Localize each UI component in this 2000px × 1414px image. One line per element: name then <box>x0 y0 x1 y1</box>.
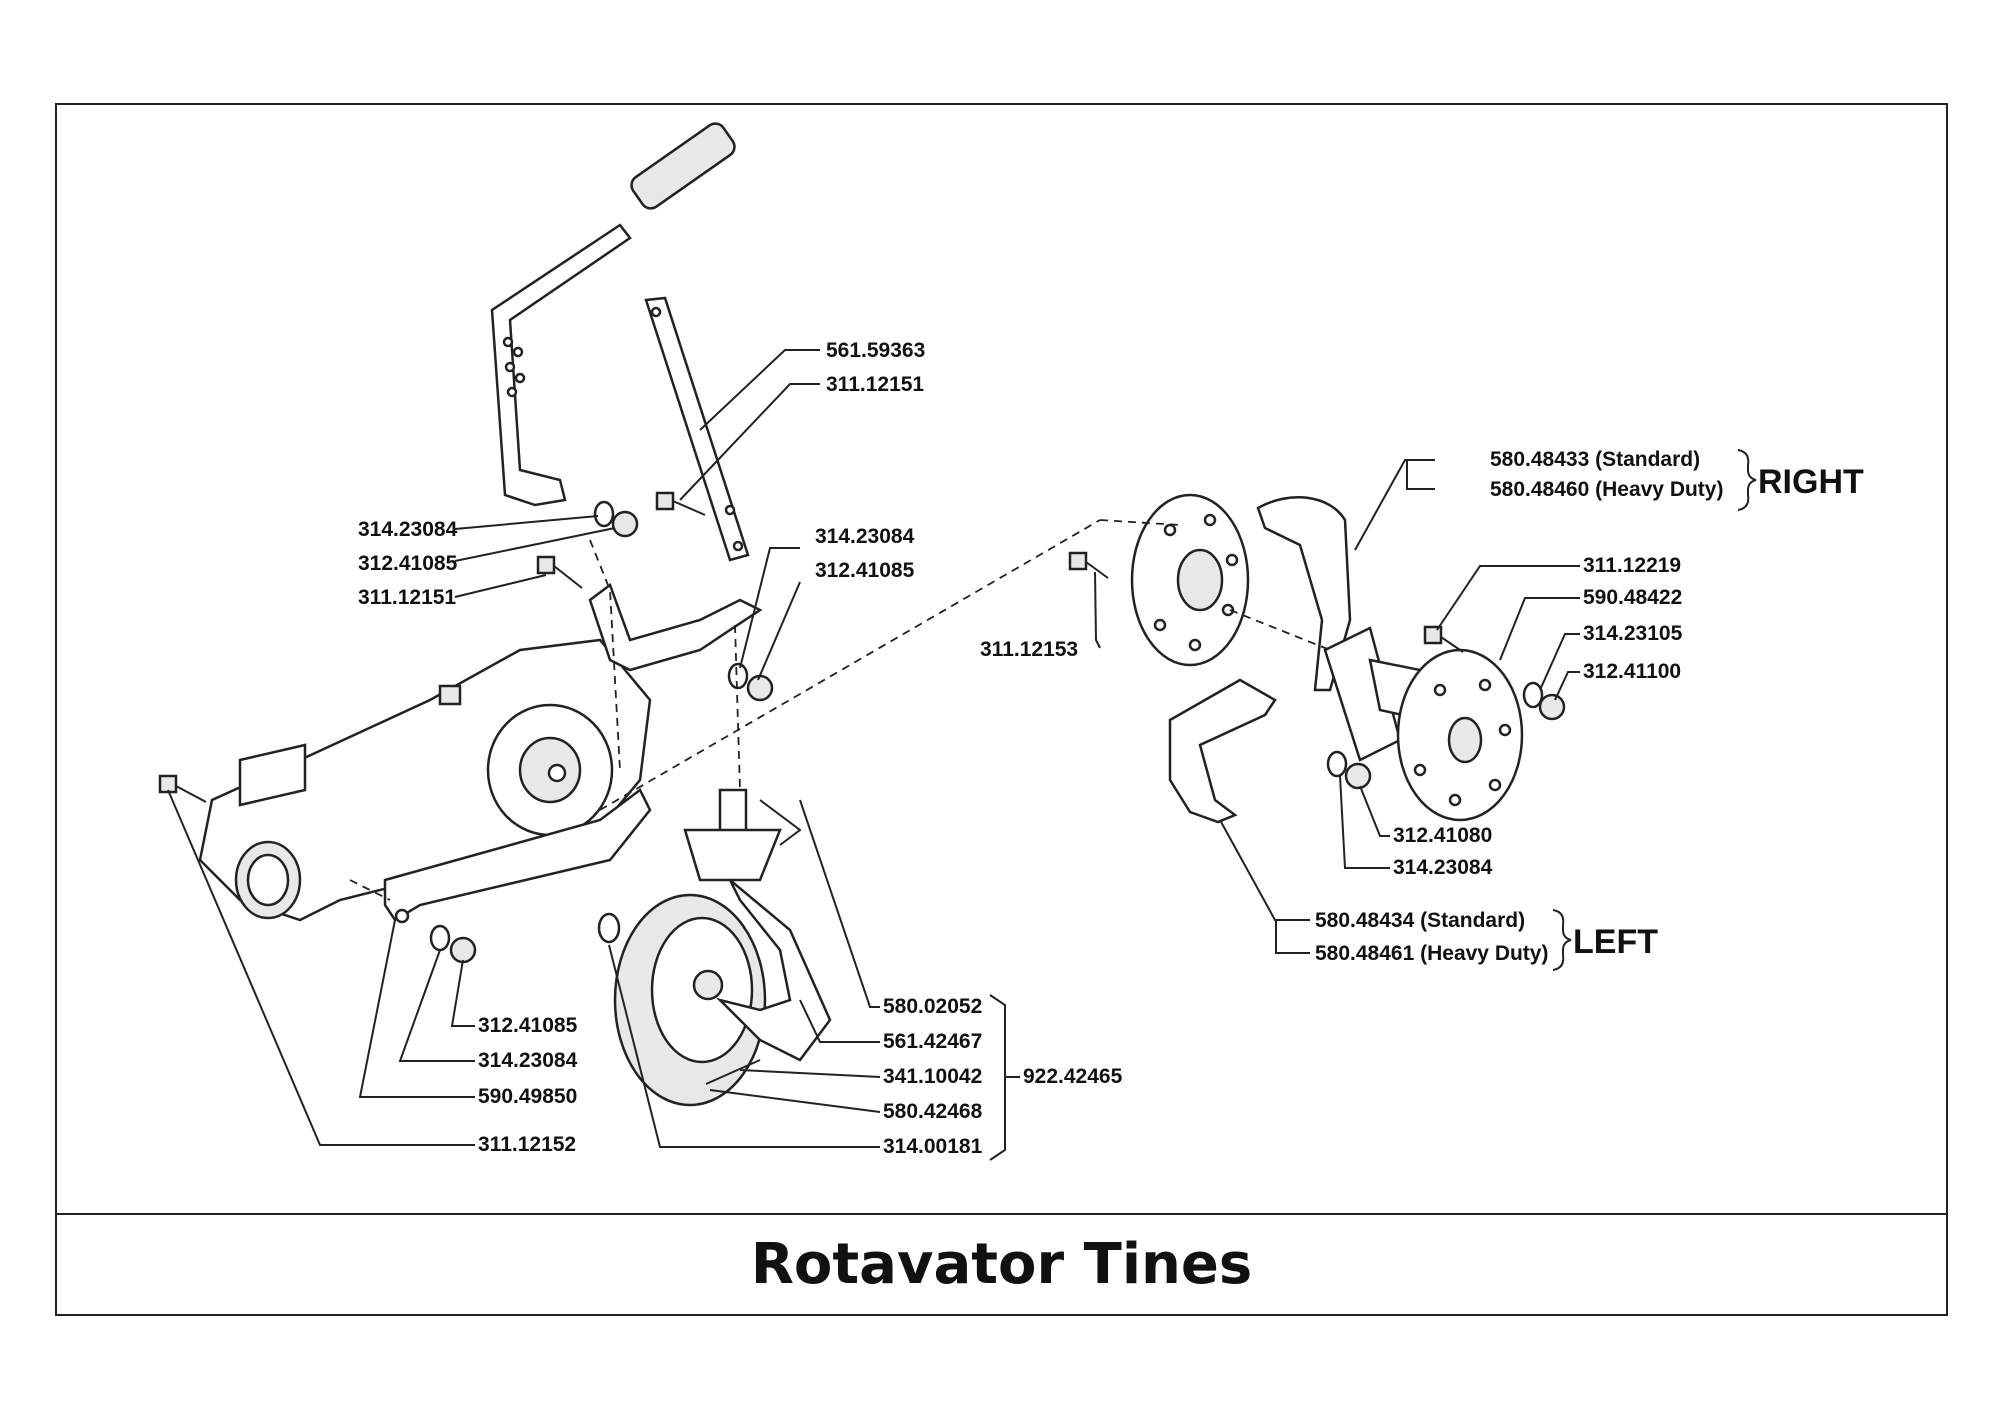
right-tine <box>1256 496 1352 692</box>
part-label: 311.12151 <box>826 373 924 396</box>
part-label: 314.00181 <box>883 1135 983 1158</box>
right-group-label: RIGHT <box>1758 463 1864 501</box>
part-label: 922.42465 <box>1023 1065 1123 1088</box>
part-label: 580.48434 (Standard) <box>1315 909 1525 932</box>
part-label: 561.42467 <box>883 1030 982 1053</box>
part-label: 314.23084 <box>478 1049 578 1072</box>
rotor-flange-left <box>1130 493 1250 667</box>
diagram-caption: Rotavator Tines <box>750 1232 1253 1297</box>
handle-bar <box>490 122 736 507</box>
part-label: 312.41085 <box>478 1014 578 1037</box>
axle-pin <box>705 1059 761 1085</box>
depth-wheel <box>613 893 767 1107</box>
gearbox-bracket <box>588 582 763 672</box>
bolt-311-12153 <box>1068 551 1109 579</box>
caption-divider <box>55 1213 1948 1215</box>
left-tine <box>1168 678 1277 824</box>
part-label: 580.02052 <box>883 995 982 1018</box>
part-label: 311.12151 <box>358 586 456 609</box>
right-group: RIGHT <box>1737 449 1864 511</box>
support-strut <box>644 296 750 562</box>
part-label: 314.23084 <box>1393 856 1493 879</box>
left-group-label: LEFT <box>1573 923 1658 961</box>
part-label: 312.41085 <box>358 552 458 575</box>
part-label: 580.42468 <box>883 1100 983 1123</box>
washer-nut-bottom-right <box>1326 750 1372 790</box>
washer-nut-upper <box>593 500 639 538</box>
left-group: LEFT <box>1552 909 1658 971</box>
part-label: 311.12153 <box>980 638 1078 661</box>
bolt-311-12152 <box>158 774 207 803</box>
part-label: 590.49850 <box>478 1085 577 1108</box>
part-label: 311.12219 <box>1583 554 1681 577</box>
diagram-frame <box>55 103 1948 1316</box>
rotor-flange-right <box>1396 648 1524 822</box>
part-labels: 561.59363 311.12151 314.23084 312.41085 … <box>358 339 1723 1158</box>
bolt-311-12219 <box>1423 625 1464 653</box>
part-label: 312.41085 <box>815 559 915 582</box>
part-label: 312.41080 <box>1393 824 1492 847</box>
part-label: 580.48461 (Heavy Duty) <box>1315 942 1548 965</box>
part-label: 312.41100 <box>1583 660 1681 683</box>
wheel-fork <box>683 788 832 1062</box>
part-label: 580.48460 (Heavy Duty) <box>1490 478 1723 501</box>
part-label: 314.23084 <box>358 518 458 541</box>
bolt-311-12151-lower <box>536 555 583 589</box>
part-label: 580.48433 (Standard) <box>1490 448 1700 471</box>
washer-nut-lower <box>429 924 477 964</box>
part-label: 314.23105 <box>1583 622 1683 645</box>
part-label: 314.23084 <box>815 525 915 548</box>
washer-nut-mid <box>727 662 774 702</box>
part-label: 590.48422 <box>1583 586 1682 609</box>
linch-pin <box>759 799 802 846</box>
washer-nut-right <box>1522 681 1566 721</box>
wheel-washer <box>597 912 621 944</box>
part-label: 341.10042 <box>883 1065 982 1088</box>
part-label: 311.12152 <box>478 1133 576 1156</box>
assembly-lines <box>349 519 1331 901</box>
gearbox-housing <box>198 638 652 924</box>
bolt-311-12151-upper <box>655 491 706 516</box>
part-label: 561.59363 <box>826 339 925 362</box>
leader-lines <box>167 349 1580 1161</box>
